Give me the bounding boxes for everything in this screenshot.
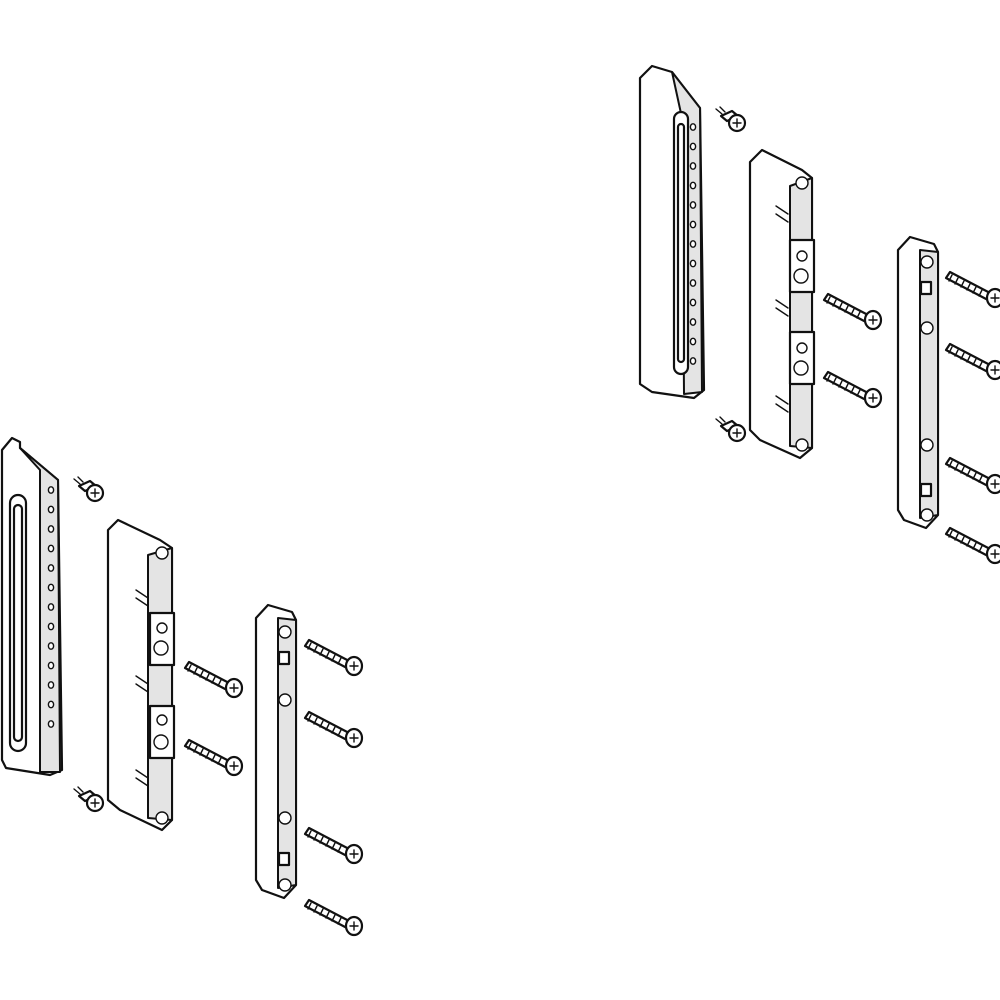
- left-bracket-hole: [47, 603, 55, 611]
- left-bracket-screw-top: [72, 475, 105, 503]
- left-block-screw-lower: [183, 738, 244, 777]
- right-comb-spacer-block: [748, 148, 816, 460]
- right-bracket-hole: [689, 298, 697, 307]
- left-bar-screw-4: [303, 898, 364, 937]
- right-bar-screws: [944, 270, 1000, 565]
- left-bracket-hole: [47, 720, 55, 728]
- left-bracket-hole: [47, 564, 55, 572]
- right-bracket-hole: [689, 201, 697, 209]
- left-assembly: [0, 436, 364, 937]
- right-bracket-hole: [689, 357, 697, 365]
- right-block-screw-upper: [822, 292, 883, 331]
- left-bracket-hole: [47, 700, 55, 709]
- left-bracket-hole: [47, 661, 55, 670]
- left-bar-screw-2: [303, 710, 364, 749]
- left-bar-screw-1: [303, 638, 364, 677]
- left-bracket-hole: [47, 583, 55, 592]
- right-bracket-hole: [689, 240, 697, 248]
- right-bracket-hole: [689, 181, 697, 190]
- right-terminal-bar: [896, 235, 940, 530]
- left-bracket-screws: [72, 475, 105, 813]
- left-bar-screws: [303, 638, 364, 937]
- left-bracket-hole: [47, 525, 55, 533]
- right-bracket-hole: [689, 220, 697, 229]
- right-mounting-bracket: [638, 64, 706, 400]
- right-assembly: [638, 64, 1000, 565]
- right-bracket-hole: [689, 162, 697, 170]
- right-bracket-screws: [714, 105, 747, 443]
- left-bracket-hole: [47, 681, 55, 689]
- left-bar-screw-3: [303, 826, 364, 865]
- left-bracket-screw-bottom: [72, 785, 105, 813]
- right-bar-screw-3: [944, 456, 1000, 495]
- left-bracket-hole: [47, 505, 55, 514]
- right-bracket-holes: [689, 123, 697, 365]
- left-bracket-hole: [47, 642, 55, 650]
- right-bracket-hole: [689, 142, 697, 151]
- right-block-screw-lower: [822, 370, 883, 409]
- left-terminal-bar: [254, 603, 298, 900]
- right-bracket-screw-top: [714, 105, 747, 133]
- right-bar-screw-2: [944, 342, 1000, 381]
- right-bar-screw-4: [944, 526, 1000, 565]
- left-bracket-holes: [47, 486, 55, 728]
- left-comb-spacer-block: [106, 518, 176, 832]
- right-block-screws: [822, 292, 883, 409]
- right-bracket-screw-bottom: [714, 415, 747, 443]
- right-bracket-hole: [689, 279, 697, 287]
- right-bracket-hole: [689, 318, 697, 326]
- right-bracket-hole: [689, 337, 697, 346]
- left-bracket-hole: [47, 486, 55, 494]
- left-bracket-hole: [47, 622, 55, 631]
- left-block-screw-upper: [183, 660, 244, 699]
- right-bar-screw-1: [944, 270, 1000, 309]
- left-block-screws: [183, 660, 244, 777]
- left-bracket-hole: [47, 544, 55, 553]
- left-mounting-bracket: [0, 436, 64, 777]
- right-bracket-hole: [689, 123, 697, 131]
- right-bracket-hole: [689, 259, 697, 268]
